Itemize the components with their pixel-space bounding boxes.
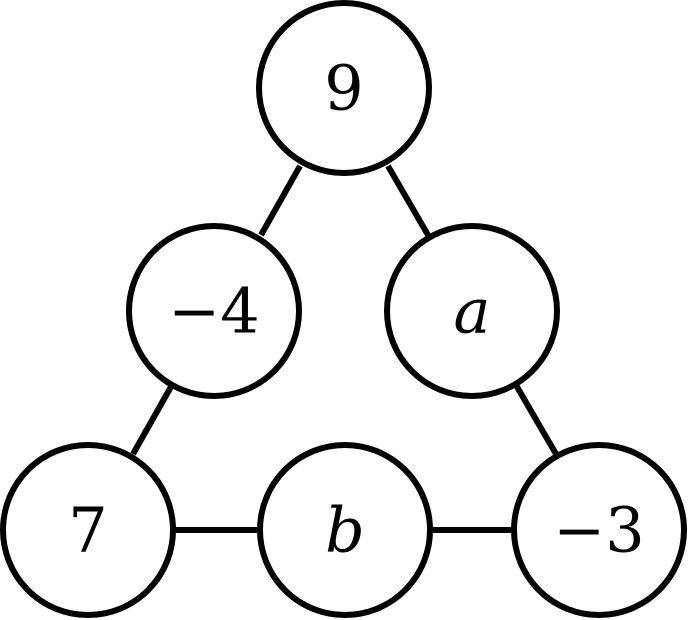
node-right-mid-label: a xyxy=(454,275,491,348)
node-top: 9 xyxy=(256,0,432,176)
node-bottom-right-label: −3 xyxy=(553,494,644,567)
node-bottom-left-label: 7 xyxy=(68,494,107,567)
edge-top-right-mid xyxy=(385,164,431,237)
node-top-label: 9 xyxy=(324,52,363,125)
node-bottom-mid: b xyxy=(257,442,433,618)
node-bottom-mid-label: b xyxy=(325,494,365,567)
node-left-mid: −4 xyxy=(126,223,302,399)
node-bottom-right: −3 xyxy=(511,442,687,618)
node-right-mid: a xyxy=(384,223,560,399)
node-left-mid-label: −4 xyxy=(168,275,259,348)
edge-left-mid-bottom-left xyxy=(130,383,175,456)
edge-top-left-mid xyxy=(258,164,303,237)
node-bottom-left: 7 xyxy=(0,442,176,618)
edge-right-mid-bottom-right xyxy=(513,383,559,456)
